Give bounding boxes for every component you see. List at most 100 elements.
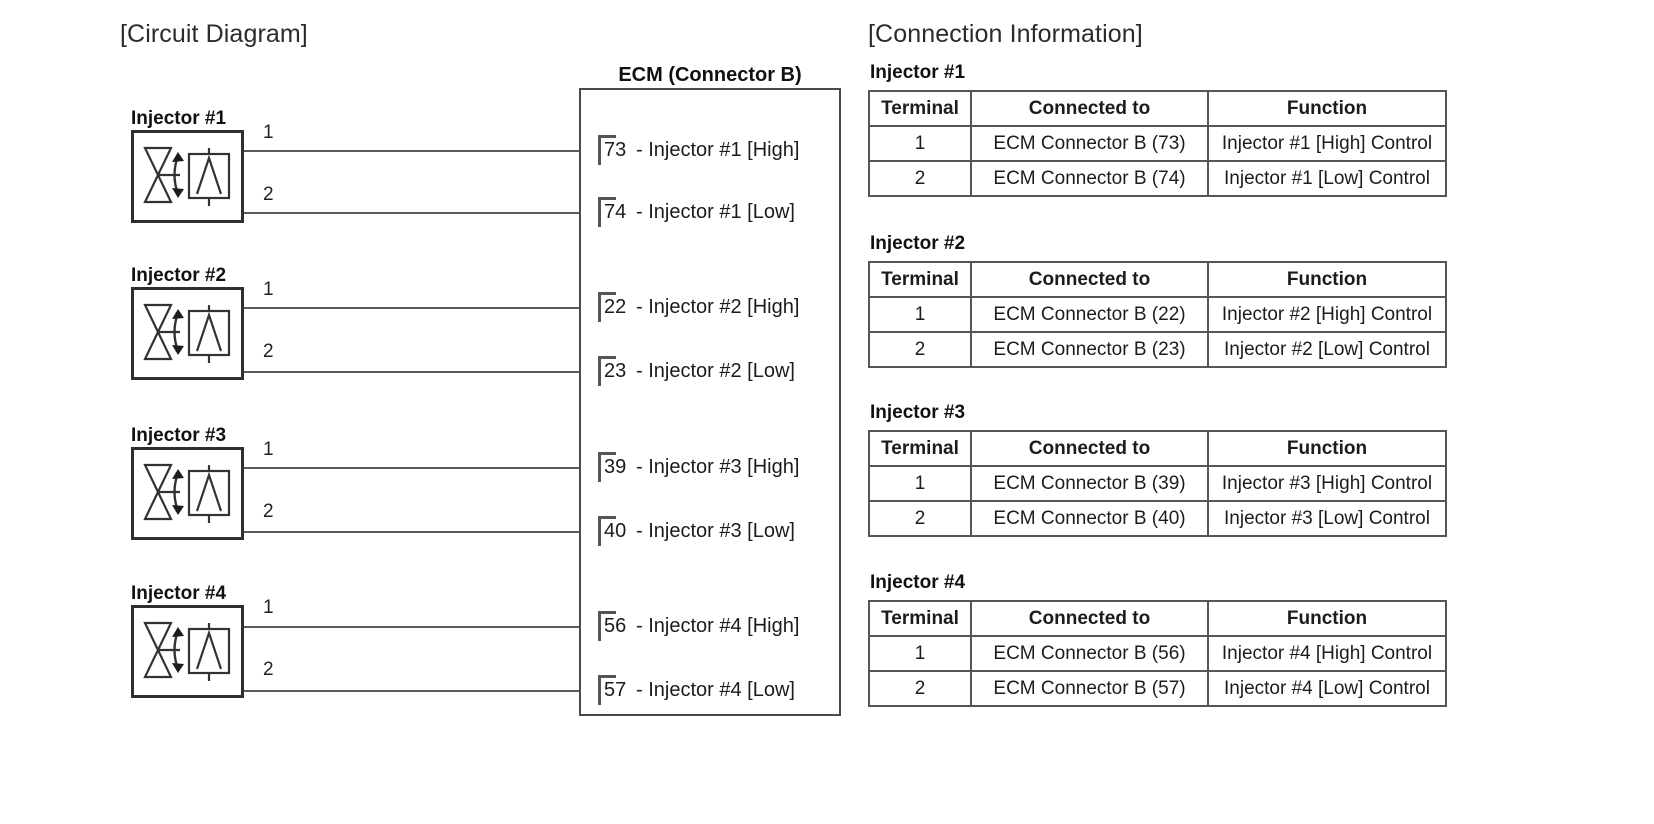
table-row: 1 ECM Connector B (39) Injector #3 [High…: [868, 465, 1447, 502]
wire-injector3-low: [244, 531, 604, 533]
pin-description: - Injector #4 [Low]: [636, 678, 795, 701]
connection-table: Terminal Connected to Function 1 ECM Con…: [868, 90, 1447, 197]
injector-terminal-1-label: 1: [263, 597, 274, 618]
cell-connected-to: ECM Connector B (57): [970, 670, 1209, 707]
header-connected-to: Connected to: [970, 261, 1209, 298]
connection-table: Terminal Connected to Function 1 ECM Con…: [868, 261, 1447, 368]
injector-symbol-label: Injector #4: [131, 583, 227, 604]
pin-bracket-icon: 57: [598, 675, 632, 705]
injector-terminal-1-label: 1: [263, 439, 274, 460]
ecm-pin-57: 57 - Injector #4 [Low]: [598, 675, 795, 705]
table-row: 1 ECM Connector B (73) Injector #1 [High…: [868, 125, 1447, 162]
header-connected-to: Connected to: [970, 90, 1209, 127]
injector-terminal-2-label: 2: [263, 184, 274, 205]
ecm-pin-22: 22 - Injector #2 [High]: [598, 292, 799, 322]
pin-bracket-icon: 22: [598, 292, 632, 322]
injector-symbol-label: Injector #2: [131, 265, 227, 286]
connection-table-group-3: Injector #3 Terminal Connected to Functi…: [868, 402, 1447, 537]
table-row: 1 ECM Connector B (22) Injector #2 [High…: [868, 296, 1447, 333]
injector-body: [131, 287, 244, 380]
cell-terminal: 2: [868, 500, 972, 537]
cell-terminal: 1: [868, 296, 972, 333]
connection-table: Terminal Connected to Function 1 ECM Con…: [868, 600, 1447, 707]
pin-description: - Injector #2 [High]: [636, 295, 800, 318]
wire-injector4-high: [244, 626, 604, 628]
pin-bracket-icon: 40: [598, 516, 632, 546]
pin-bracket-icon: 23: [598, 356, 632, 386]
pin-description: - Injector #1 [Low]: [636, 200, 795, 223]
header-function: Function: [1207, 600, 1447, 637]
pin-description: - Injector #3 [High]: [636, 455, 800, 478]
injector-internal-schematic: [143, 621, 231, 681]
connection-table-group-1: Injector #1 Terminal Connected to Functi…: [868, 62, 1447, 197]
pin-bracket-icon: 73: [598, 135, 632, 165]
pin-bracket-icon: 39: [598, 452, 632, 482]
pin-number: 57: [604, 679, 627, 701]
table-title: Injector #4: [870, 572, 966, 593]
cell-function: Injector #4 [High] Control: [1207, 635, 1447, 672]
table-header-row: Terminal Connected to Function: [868, 90, 1447, 127]
table-row: 2 ECM Connector B (23) Injector #2 [Low]…: [868, 331, 1447, 368]
pin-description: - Injector #2 [Low]: [636, 359, 795, 382]
table-title: Injector #3: [870, 402, 966, 423]
pin-bracket-icon: 56: [598, 611, 632, 641]
cell-connected-to: ECM Connector B (23): [970, 331, 1209, 368]
injector-terminal-2-label: 2: [263, 659, 274, 680]
cell-connected-to: ECM Connector B (74): [970, 160, 1209, 197]
table-row: 2 ECM Connector B (74) Injector #1 [Low]…: [868, 160, 1447, 197]
table-header-row: Terminal Connected to Function: [868, 261, 1447, 298]
table-title: Injector #1: [870, 62, 966, 83]
cell-function: Injector #1 [High] Control: [1207, 125, 1447, 162]
pin-number: 40: [604, 520, 627, 542]
table-row: 2 ECM Connector B (57) Injector #4 [Low]…: [868, 670, 1447, 707]
ecm-pin-74: 74 - Injector #1 [Low]: [598, 197, 795, 227]
cell-function: Injector #2 [High] Control: [1207, 296, 1447, 333]
injector-internal-schematic: [143, 463, 231, 523]
injector-body: [131, 130, 244, 223]
pin-number: 74: [604, 201, 627, 223]
ecm-connector-title: ECM (Connector B): [618, 64, 802, 86]
ecm-connector-box: [579, 88, 841, 716]
cell-connected-to: ECM Connector B (56): [970, 635, 1209, 672]
cell-function: Injector #1 [Low] Control: [1207, 160, 1447, 197]
ecm-pin-56: 56 - Injector #4 [High]: [598, 611, 799, 641]
ecm-pin-40: 40 - Injector #3 [Low]: [598, 516, 795, 546]
cell-function: Injector #3 [High] Control: [1207, 465, 1447, 502]
header-connected-to: Connected to: [970, 430, 1209, 467]
wire-injector2-high: [244, 307, 604, 309]
header-connected-to: Connected to: [970, 600, 1209, 637]
pin-number: 22: [604, 296, 627, 318]
header-function: Function: [1207, 261, 1447, 298]
injector-body: [131, 605, 244, 698]
ecm-pin-39: 39 - Injector #3 [High]: [598, 452, 799, 482]
connection-information-caption: [Connection Information]: [868, 20, 1143, 48]
injector-body: [131, 447, 244, 540]
header-terminal: Terminal: [868, 600, 972, 637]
circuit-diagram-caption: [Circuit Diagram]: [120, 20, 308, 48]
pin-number: 73: [604, 139, 627, 161]
cell-terminal: 2: [868, 331, 972, 368]
connection-table-group-2: Injector #2 Terminal Connected to Functi…: [868, 233, 1447, 368]
header-terminal: Terminal: [868, 261, 972, 298]
table-header-row: Terminal Connected to Function: [868, 430, 1447, 467]
wire-injector2-low: [244, 371, 604, 373]
pin-description: - Injector #3 [Low]: [636, 519, 795, 542]
header-terminal: Terminal: [868, 430, 972, 467]
cell-function: Injector #2 [Low] Control: [1207, 331, 1447, 368]
wire-injector1-low: [244, 212, 604, 214]
cell-function: Injector #3 [Low] Control: [1207, 500, 1447, 537]
injector-internal-schematic: [143, 146, 231, 206]
cell-terminal: 1: [868, 125, 972, 162]
wire-injector3-high: [244, 467, 604, 469]
header-terminal: Terminal: [868, 90, 972, 127]
pin-number: 23: [604, 360, 627, 382]
pin-bracket-icon: 74: [598, 197, 632, 227]
wire-injector1-high: [244, 150, 604, 152]
cell-terminal: 2: [868, 670, 972, 707]
injector-terminal-2-label: 2: [263, 341, 274, 362]
injector-terminal-1-label: 1: [263, 279, 274, 300]
ecm-pin-73: 73 - Injector #1 [High]: [598, 135, 799, 165]
cell-terminal: 2: [868, 160, 972, 197]
table-row: 2 ECM Connector B (40) Injector #3 [Low]…: [868, 500, 1447, 537]
header-function: Function: [1207, 430, 1447, 467]
